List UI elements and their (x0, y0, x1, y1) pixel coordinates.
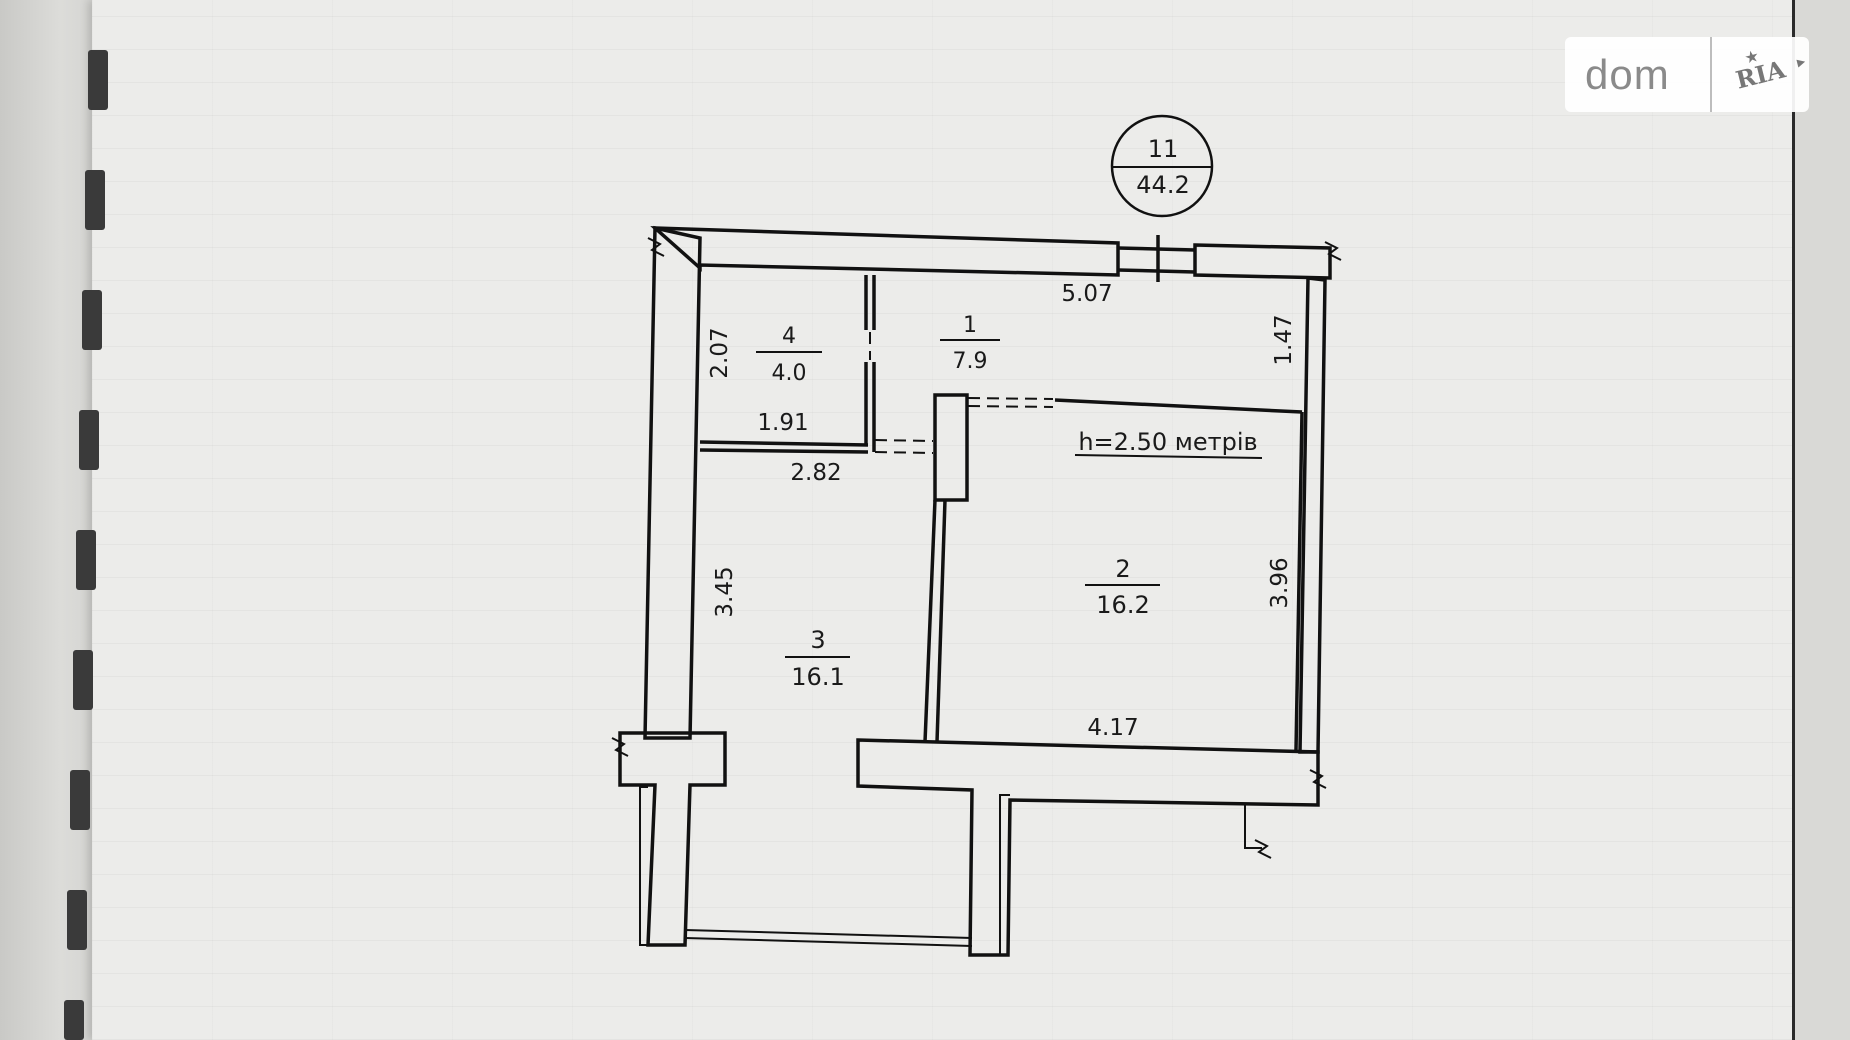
ceiling-height-label: h=2.50 метрів (1078, 428, 1257, 456)
room-1-number: 1 (963, 313, 977, 338)
door-openings (869, 332, 1054, 454)
apartment-number: 11 (1148, 135, 1179, 163)
arrow-icon: ▸ (1794, 51, 1808, 72)
label-dividers (756, 339, 1160, 658)
room-3-number: 3 (810, 626, 825, 654)
room-4-area: 4.0 (772, 361, 807, 386)
ceiling-height-underline (1074, 454, 1263, 459)
dim-top-wall: 5.07 (1061, 281, 1112, 307)
dim-room1-right: 1.47 (1271, 314, 1297, 365)
room-2-area: 16.2 (1096, 591, 1149, 619)
room-1-area: 7.9 (953, 349, 988, 374)
ria-logo: ★ RIA ▸ (1710, 48, 1811, 101)
domria-watermark: dom ★ RIA ▸ (1565, 37, 1809, 112)
sheet-edge-line (1792, 0, 1795, 1040)
apartment-total-area: 44.2 (1136, 171, 1189, 199)
dim-room3-left: 3.45 (712, 566, 738, 617)
dim-room2-right: 3.96 (1267, 557, 1293, 608)
room-3-area: 16.1 (791, 663, 844, 691)
break-markers (611, 237, 1342, 859)
room-4-number: 4 (782, 324, 796, 349)
dim-room2-bottom: 4.17 (1087, 715, 1138, 741)
binder-clips (64, 50, 108, 1040)
dim-room3-top: 2.82 (790, 460, 841, 486)
ria-logo-text: RIA (1732, 54, 1789, 95)
room-2-number: 2 (1115, 555, 1130, 583)
walls (618, 225, 1332, 957)
dim-room4-width: 1.91 (757, 410, 808, 436)
star-icon: ★ (1743, 48, 1760, 67)
watermark-divider (1710, 37, 1712, 112)
dim-room4-height: 2.07 (707, 327, 733, 378)
apartment-badge: 11 44.2 (1110, 114, 1214, 218)
watermark-text: dom (1585, 50, 1670, 98)
paper-sheet (92, 0, 1792, 1040)
